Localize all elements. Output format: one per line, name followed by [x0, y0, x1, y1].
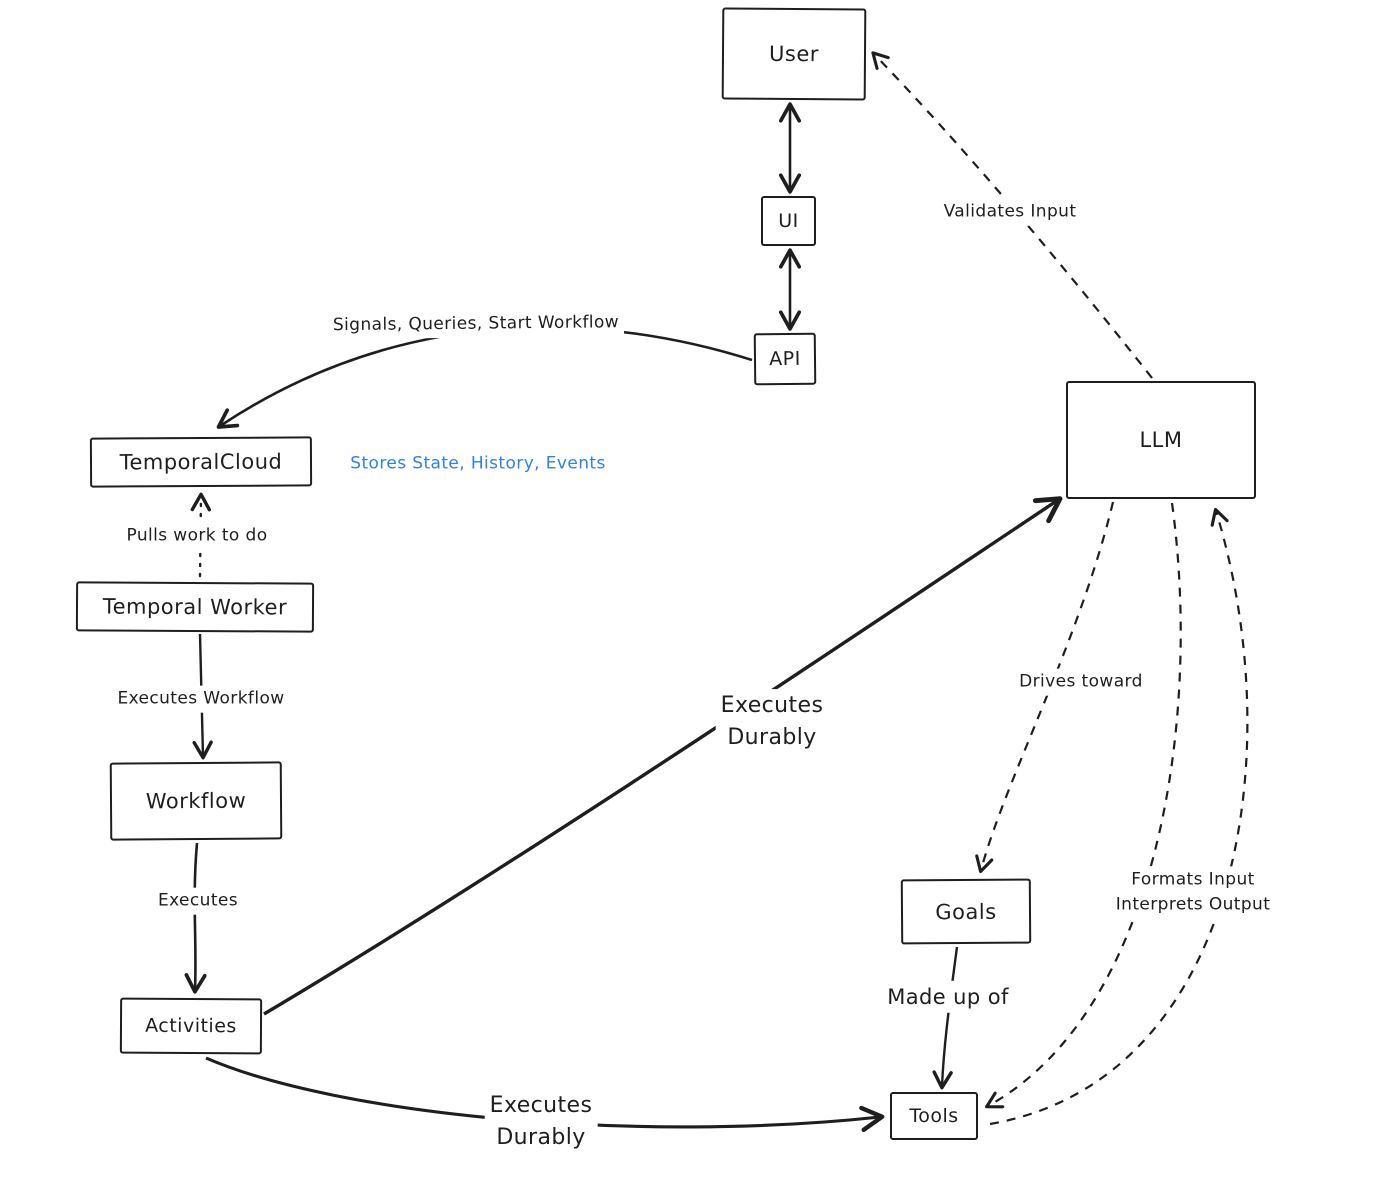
node-activities: Activities [119, 997, 263, 1055]
node-temporal-cloud: TemporalCloud [89, 436, 313, 488]
edge-label-executes-durably-llm: Executes Durably [715, 689, 829, 755]
node-ui-label: UI [778, 210, 799, 232]
edge-label-made-up-of: Made up of [882, 980, 1014, 1014]
arrow-tools-llm-interprets-output [989, 507, 1249, 1126]
node-tools-label: Tools [909, 1105, 959, 1127]
edge-label-pulls-work-to-do: Pulls work to do [121, 522, 273, 550]
edge-label-executes-durably-tools: Executes Durably [484, 1089, 598, 1155]
arrow-llm-tools-formats-input [985, 502, 1182, 1109]
node-ui: UI [761, 196, 816, 246]
node-goals-label: Goals [935, 899, 997, 924]
node-tools: Tools [890, 1092, 978, 1140]
node-llm-label: LLM [1139, 428, 1183, 452]
node-api: API [753, 332, 817, 386]
node-goals: Goals [900, 878, 1032, 945]
edge-label-formats-input-line: Formats Input [1131, 869, 1255, 890]
edge-label-executes-durably-llm-line2: Durably [727, 725, 817, 750]
arrow-goals-tools-made-up-of [932, 946, 959, 1090]
arrow-api-temporalcloud [216, 326, 753, 429]
node-temporal-cloud-label: TemporalCloud [119, 449, 283, 475]
edge-label-executes-durably-tools-line1: Executes [489, 1093, 593, 1119]
edge-label-stores-state-history-events: Stores State, History, Events [345, 450, 611, 478]
edge-label-drives-toward: Drives toward [1014, 668, 1148, 696]
node-user-label: User [768, 41, 820, 67]
edge-label-interprets-output-line: Interprets Output [1115, 894, 1271, 914]
edge-label-executes-durably-llm-line1: Executes [720, 693, 824, 719]
arrow-workflow-activities [184, 842, 207, 994]
edge-label-formats-interprets: Formats Input Interprets Output [1110, 866, 1276, 918]
node-temporal-worker-label: Temporal Worker [102, 594, 288, 620]
node-api-label: API [769, 347, 801, 371]
node-user: User [721, 7, 867, 101]
edge-label-executes: Executes [152, 887, 244, 915]
node-llm: LLM [1066, 381, 1256, 499]
node-workflow-label: Workflow [145, 788, 247, 814]
edge-label-signals-queries-start-workflow: Signals, Queries, Start Workflow [327, 309, 625, 339]
edge-label-executes-durably-tools-line2: Durably [496, 1125, 586, 1150]
edge-label-executes-workflow: Executes Workflow [112, 685, 290, 713]
node-temporal-worker: Temporal Worker [75, 581, 315, 633]
edge-label-validates-input: Validates Input [938, 198, 1082, 226]
node-activities-label: Activities [145, 1014, 237, 1038]
node-workflow: Workflow [109, 761, 283, 841]
